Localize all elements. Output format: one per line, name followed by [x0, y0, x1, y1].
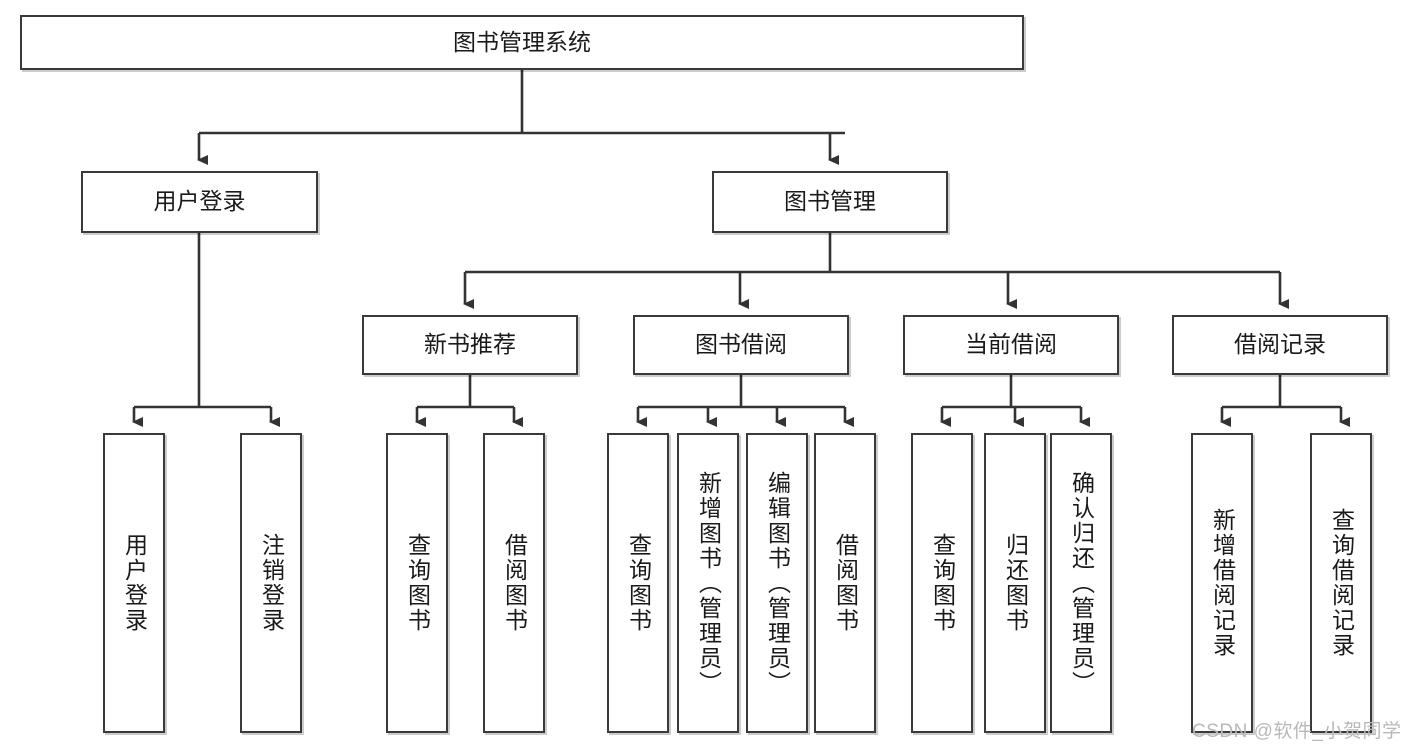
node-current-borrow[interactable]: 当前借阅 — [903, 315, 1119, 375]
node-leaf-query-book-label: 查询图书 — [625, 533, 652, 633]
node-book-manage[interactable]: 图书管理 — [712, 171, 948, 233]
node-leaf-borrow-book-label: 借阅图书 — [832, 533, 859, 633]
node-leaf-user-logout[interactable]: 注销登录 — [240, 433, 302, 733]
node-leaf-add-record[interactable]: 新增借阅记录 — [1191, 433, 1253, 733]
node-leaf-query-record-label: 查询借阅记录 — [1328, 508, 1355, 658]
node-leaf-borrow-book-rec-label: 借阅图书 — [501, 533, 528, 633]
node-leaf-query-record[interactable]: 查询借阅记录 — [1310, 433, 1372, 733]
node-new-book-rec-label: 新书推荐 — [424, 331, 516, 358]
node-book-borrow-label: 图书借阅 — [695, 331, 787, 358]
node-leaf-user-logout-label: 注销登录 — [258, 533, 285, 633]
node-leaf-edit-book[interactable]: 编辑图书（管理员） — [746, 433, 808, 733]
node-leaf-borrow-book[interactable]: 借阅图书 — [814, 433, 876, 733]
node-user-login-label: 用户登录 — [153, 188, 246, 215]
node-borrow-record-label: 借阅记录 — [1234, 331, 1326, 358]
node-leaf-query-book[interactable]: 查询图书 — [607, 433, 669, 733]
node-book-manage-label: 图书管理 — [784, 188, 876, 215]
node-leaf-query-book-rec-label: 查询图书 — [404, 533, 431, 633]
node-leaf-query-book-rec[interactable]: 查询图书 — [386, 433, 448, 733]
node-borrow-record[interactable]: 借阅记录 — [1172, 315, 1388, 375]
node-book-borrow[interactable]: 图书借阅 — [633, 315, 849, 375]
node-root-label: 图书管理系统 — [453, 28, 591, 55]
node-leaf-confirm-return[interactable]: 确认归还（管理员） — [1050, 433, 1112, 733]
node-leaf-add-record-label: 新增借阅记录 — [1209, 508, 1236, 658]
node-leaf-add-book[interactable]: 新增图书（管理员） — [677, 433, 739, 733]
node-leaf-return-book-label: 归还图书 — [1002, 533, 1029, 633]
node-leaf-query-book-cur[interactable]: 查询图书 — [911, 433, 973, 733]
node-leaf-user-login-label: 用户登录 — [121, 533, 148, 633]
node-leaf-confirm-return-label: 确认归还（管理员） — [1068, 470, 1095, 696]
node-current-borrow-label: 当前借阅 — [965, 331, 1057, 358]
node-leaf-return-book[interactable]: 归还图书 — [984, 433, 1046, 733]
node-root[interactable]: 图书管理系统 — [20, 15, 1024, 70]
node-leaf-borrow-book-rec[interactable]: 借阅图书 — [483, 433, 545, 733]
watermark: CSDN @软件_小贺同学 — [1192, 721, 1402, 742]
node-user-login[interactable]: 用户登录 — [81, 171, 318, 233]
node-leaf-user-login[interactable]: 用户登录 — [103, 433, 165, 733]
node-leaf-add-book-label: 新增图书（管理员） — [695, 470, 722, 696]
node-leaf-edit-book-label: 编辑图书（管理员） — [764, 470, 791, 696]
node-new-book-rec[interactable]: 新书推荐 — [362, 315, 578, 375]
node-leaf-query-book-cur-label: 查询图书 — [929, 533, 956, 633]
